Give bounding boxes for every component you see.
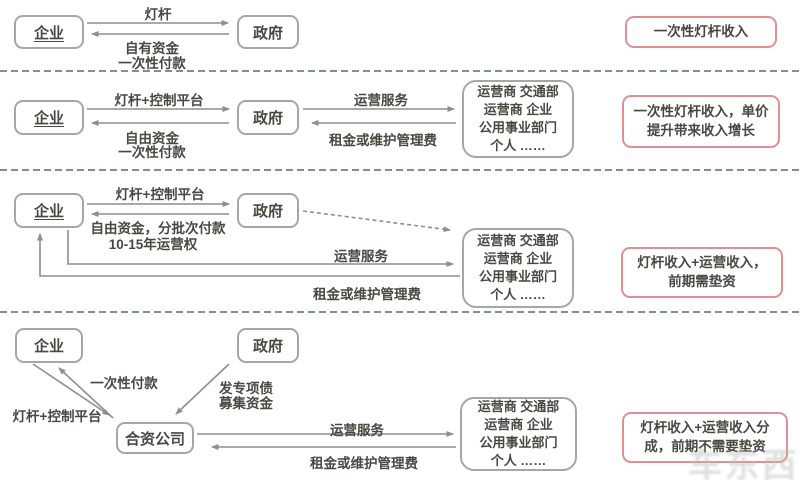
section-divider — [0, 70, 800, 72]
row2-customers-box: 运营商 交通部 运营商 企业 公用事业部门 个人 …… — [462, 80, 574, 158]
row3-fee-label: 租金或维护管理费 — [313, 287, 421, 302]
row3-customers-box: 运营商 交通部 运营商 企业 公用事业部门 个人 …… — [462, 228, 574, 308]
row3-dashed-arrow — [302, 210, 451, 233]
row1-return-label-2: 一次性付款 — [118, 56, 186, 71]
customers-line: 个人 …… — [490, 138, 546, 154]
watermark: 车东西 — [688, 447, 799, 480]
row4-revenue-text: 灯杆收入+运营收入分成，前期不需要垫资 — [640, 420, 770, 454]
row2-government-box: 政府 — [237, 100, 299, 135]
row4-joint-venture-label: 合资公司 — [124, 430, 185, 448]
row3-revenue-box: 灯杆收入+运营收入，前期需垫资 — [621, 247, 783, 298]
customers-line: 运营商 企业 — [483, 250, 553, 266]
customers-line: 个人 …… — [490, 453, 547, 469]
row2-return-label-2: 一次性付款 — [118, 145, 186, 160]
row4-bond-label-1: 发专项债 — [219, 381, 273, 396]
row2-service-label: 运营服务 — [354, 93, 408, 108]
row2-give-label: 灯杆+控制平台 — [114, 93, 204, 108]
row1-enterprise-label: 企业 — [33, 24, 64, 42]
customers-line: 公用事业部门 — [478, 120, 557, 135]
row2-return-label-1: 自由资金 — [125, 131, 179, 146]
row4-enterprise-box: 企业 — [15, 328, 83, 363]
customers-line: 运营商 企业 — [484, 416, 553, 432]
row3-enterprise-box: 企业 — [14, 193, 84, 228]
row2-government-label: 政府 — [252, 110, 283, 127]
row2-revenue-text: 一次性灯杆收入，单价提升带来收入增长 — [633, 104, 769, 138]
section-divider — [0, 169, 800, 171]
row4-enterprise-label: 企业 — [33, 338, 64, 355]
row3-fee-arrow — [37, 233, 460, 277]
row4-service-label: 运营服务 — [330, 423, 384, 438]
row4-government-box: 政府 — [237, 328, 299, 363]
row4-platform-label: 灯杆+控制平台 — [12, 409, 102, 424]
row3-return-label-1: 自由资金，分批次付款 — [90, 221, 226, 236]
row4-revenue-box: 灯杆收入+运营收入分成，前期不需要垫资 — [622, 412, 788, 463]
row3-enterprise-label: 企业 — [33, 203, 64, 220]
customers-line: 运营商 交通部 — [477, 232, 559, 248]
row3-return-label-2: 10-15年运营权 — [108, 237, 198, 252]
row4-government-label: 政府 — [252, 338, 283, 355]
row4-joint-venture-box: 合资公司 — [116, 422, 194, 454]
section-divider — [0, 311, 800, 313]
row1-revenue-box: 一次性灯杆收入 — [625, 16, 777, 48]
row4-bond-label-2: 募集资金 — [219, 396, 273, 411]
row1-return-label-1: 自有资金 — [125, 41, 179, 56]
row2-fee-label: 租金或维护管理费 — [329, 133, 437, 148]
row1-revenue-text: 一次性灯杆收入 — [653, 23, 749, 39]
row3-give-label: 灯杆+控制平台 — [115, 187, 205, 202]
row2-enterprise-box: 企业 — [14, 100, 84, 135]
row3-service-label: 运营服务 — [334, 249, 388, 264]
row2-enterprise-label: 企业 — [33, 110, 64, 127]
row1-government-box: 政府 — [237, 15, 299, 49]
row2-revenue-box: 一次性灯杆收入，单价提升带来收入增长 — [622, 95, 780, 148]
customers-line: 运营商 交通部 — [477, 83, 559, 99]
row1-government-label: 政府 — [252, 24, 283, 42]
row3-revenue-text: 灯杆收入+运营收入，前期需垫资 — [637, 255, 767, 289]
row3-government-box: 政府 — [237, 193, 299, 228]
row1-enterprise-box: 企业 — [14, 15, 84, 49]
row4-payment-label: 一次性付款 — [90, 376, 158, 391]
row1-give-label: 灯杆 — [144, 7, 172, 22]
customers-line: 运营商 交通部 — [477, 398, 560, 414]
customers-line: 运营商 企业 — [483, 101, 553, 117]
customers-line: 公用事业部门 — [478, 269, 557, 284]
row4-customers-box: 运营商 交通部 运营商 企业 公用事业部门 个人 …… — [460, 397, 577, 471]
customers-line: 个人 …… — [490, 287, 546, 303]
customers-line: 公用事业部门 — [479, 435, 558, 450]
row4-fee-label: 租金或维护管理费 — [310, 456, 418, 471]
row3-government-label: 政府 — [252, 203, 283, 220]
